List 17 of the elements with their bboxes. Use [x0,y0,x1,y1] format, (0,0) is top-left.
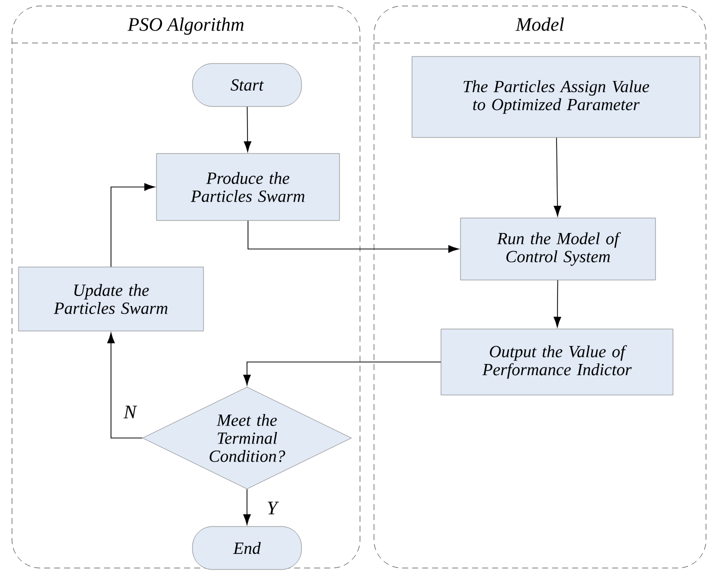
terminal-box: End [192,526,302,570]
arrow [248,220,459,253]
process-box: Update the Particles Swarm [18,266,204,332]
process-box: Produce the Particles Swarm [156,153,340,221]
edge-label: Y [266,500,279,516]
process-box: The Particles Assign Value to Optimized Parameter [412,56,700,138]
terminal-box: Start [192,63,302,107]
arrow [243,488,251,525]
arrow [244,106,252,152]
arrow [107,332,143,438]
edge-label: N [122,404,138,420]
arrow [554,137,562,216]
arrow [110,183,155,268]
process-box: Run the Model of Control System [460,218,656,280]
arrow [243,362,442,386]
process-box: Output the Value of Performance Indictor [440,328,674,396]
arrow [554,280,562,328]
